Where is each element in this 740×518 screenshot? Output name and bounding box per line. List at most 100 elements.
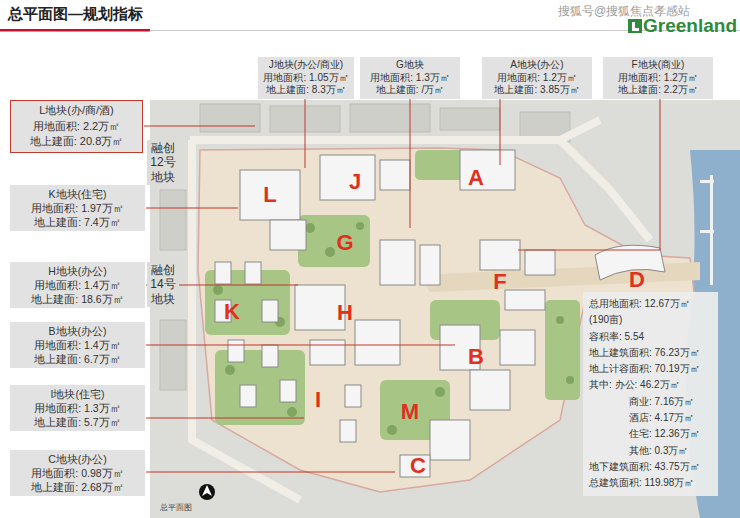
plot-heading: B地块(办公) xyxy=(15,324,140,338)
buildings xyxy=(355,320,400,365)
plot-callout-box: G地块用地面积: 1.3万㎡地上建面: /万㎡ xyxy=(360,57,460,99)
plot-figure: 酒店: 4.17万㎡ xyxy=(589,410,712,426)
plot-figure: 用地面积: 0.98万㎡ xyxy=(15,466,140,480)
trees xyxy=(225,365,235,375)
green-areas xyxy=(415,150,465,180)
buildings xyxy=(270,220,306,250)
trees xyxy=(356,222,364,230)
plot-heading: K地块(住宅) xyxy=(15,187,140,201)
drawing-name: 总平面图 xyxy=(160,503,192,513)
plot-figure: 用地面积: 1.4万㎡ xyxy=(15,278,140,292)
buildings xyxy=(280,380,296,402)
buildings xyxy=(420,245,440,285)
greenland-logo-mark xyxy=(632,28,639,31)
north-arrow xyxy=(199,484,215,500)
buildings xyxy=(500,330,535,365)
buildings xyxy=(262,345,278,367)
plot-figure: 容积率: 5.54 xyxy=(589,329,712,345)
plot-figure: 其他: 0.3万㎡ xyxy=(589,443,712,459)
city-ground xyxy=(150,100,740,518)
plot-figure: 用地面积: 1.3万㎡ xyxy=(365,72,455,85)
plot-letter: M xyxy=(401,399,419,425)
buildings xyxy=(380,160,410,190)
brand-logo: Greenland xyxy=(643,15,737,38)
plot-figure: 住宅: 12.36万㎡ xyxy=(589,426,712,442)
plot-callout-box: A地块(办公)用地面积: 1.2万㎡地上建面: 3.85万㎡ xyxy=(482,57,592,99)
summary-panel: 总用地面积: 12.67万㎡(190亩)容积率: 5.54地上建筑面积: 76.… xyxy=(583,292,718,496)
roads xyxy=(560,120,600,140)
buildings xyxy=(380,240,415,285)
plot-letter: F xyxy=(493,269,506,295)
plot-heading: G地块 xyxy=(365,59,455,72)
plot-figure: 地上建面: 2.2万㎡ xyxy=(608,84,708,97)
plot-callout-box: L地块(办/商/酒)用地面积: 2.2万㎡地上建面: 20.8万㎡ xyxy=(10,100,143,153)
plot-figure: 用地面积: 1.2万㎡ xyxy=(608,72,708,85)
plot-callout-box: H地块(办公)用地面积: 1.4万㎡地上建面: 18.6万㎡ xyxy=(10,262,145,308)
leader-line xyxy=(146,418,304,419)
plot-heading: I地块(住宅) xyxy=(15,387,140,401)
plot-callout-box: I地块(住宅)用地面积: 1.3万㎡地上建面: 5.7万㎡ xyxy=(10,385,145,431)
north-arrow xyxy=(202,485,212,496)
header-rule xyxy=(0,29,150,32)
north-arrow xyxy=(199,484,215,500)
plot-callout-box: K地块(住宅)用地面积: 1.97万㎡地上建面: 7.4万㎡ xyxy=(10,185,145,231)
buildings xyxy=(345,385,361,407)
plot-callout-box: J地块(办公/商业)用地面积: 1.05万㎡地上建面: 8.3万㎡ xyxy=(258,57,354,99)
plot-heading: J地块(办公/商业) xyxy=(263,59,349,72)
leader-line xyxy=(146,345,455,346)
leader-line xyxy=(305,98,306,168)
plot-figure: 用地面积: 1.2万㎡ xyxy=(487,72,587,85)
buildings xyxy=(215,262,231,284)
buildings xyxy=(228,340,244,362)
plot-letter: L xyxy=(263,182,276,208)
plot-callout-box: C地块(办公)用地面积: 0.98万㎡地上建面: 2.68万㎡ xyxy=(10,450,145,496)
plot-letter: B xyxy=(468,344,484,370)
plot-figure: 地上建筑面积: 76.23万㎡ xyxy=(589,345,712,361)
plot-letter: A xyxy=(468,165,484,191)
plot-letter: D xyxy=(629,267,645,293)
plot-letter: G xyxy=(336,230,353,256)
greenland-logo-mark xyxy=(628,19,642,33)
buildings xyxy=(470,370,510,410)
plot-figure: 地上建面: 8.3万㎡ xyxy=(263,84,349,97)
city-ground xyxy=(160,320,186,390)
plot-figure: 其中: 办公: 46.2万㎡ xyxy=(589,377,712,393)
plot-figure: 地上建面: 7.4万㎡ xyxy=(15,215,140,229)
plot-figure: 地上建面: 6.7万㎡ xyxy=(15,352,140,366)
buildings xyxy=(245,262,261,284)
buildings xyxy=(340,420,356,442)
buildings xyxy=(262,300,278,322)
plot-figure: 用地面积: 1.05万㎡ xyxy=(263,72,349,85)
plot-figure: 总用地面积: 12.67万㎡ xyxy=(589,296,712,312)
plot-figure: 用地面积: 2.2万㎡ xyxy=(16,119,137,135)
plot-heading: C地块(办公) xyxy=(15,452,140,466)
green-areas xyxy=(545,300,580,400)
water xyxy=(700,180,714,183)
plot-figure: 总建筑面积: 119.98万㎡ xyxy=(589,475,712,491)
trees xyxy=(435,387,445,397)
leader-line xyxy=(500,98,501,165)
trees xyxy=(387,425,397,435)
plot-figure: 商业: 7.16万㎡ xyxy=(589,394,712,410)
trees xyxy=(325,247,335,257)
plot-letter: C xyxy=(410,453,426,479)
neighbor-plot-label: 融创 14号 地块 xyxy=(147,262,179,307)
trees xyxy=(213,222,574,435)
plot-figure: 地下建筑面积: 43.75万㎡ xyxy=(589,459,712,475)
buildings xyxy=(240,385,256,407)
plot-figure: 地上建面: 2.68万㎡ xyxy=(15,480,140,494)
trees xyxy=(566,376,574,384)
trees xyxy=(556,316,564,324)
buildings xyxy=(430,420,470,460)
buildings xyxy=(240,170,300,220)
city-ground xyxy=(350,104,430,132)
plot-heading: L地块(办/商/酒) xyxy=(16,103,137,119)
buildings xyxy=(505,290,545,310)
plot-figure: 用地面积: 1.97万㎡ xyxy=(15,201,140,215)
buildings xyxy=(480,240,520,270)
buildings xyxy=(525,250,555,275)
trees xyxy=(213,285,223,295)
neighbor-plot-label: 融创 12号 地块 xyxy=(147,140,179,185)
leader-line xyxy=(146,472,395,473)
